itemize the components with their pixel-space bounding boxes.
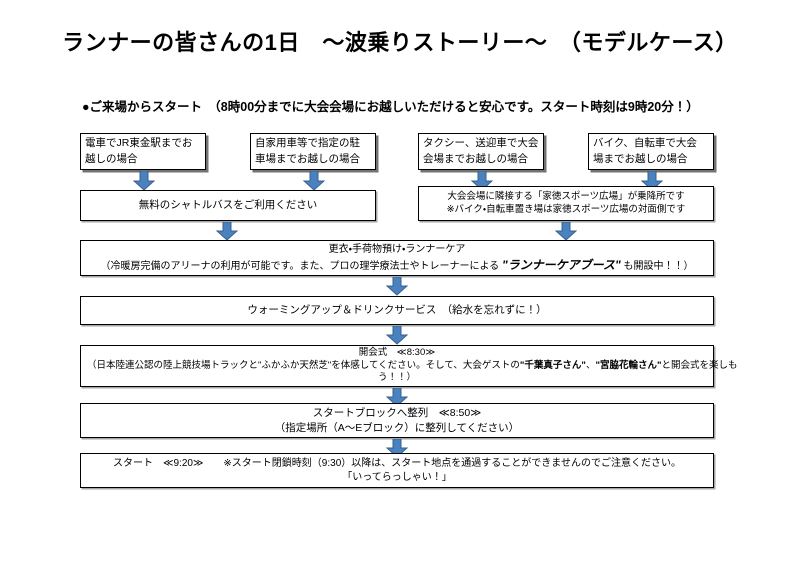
box-arrival-car: 自家用車等で指定の駐 車場までお越しの場合 [250,133,376,170]
box-dropoff-point-line2: ※バイク・自転車置き場は家徳スポーツ広場の対面側です [446,203,686,215]
box-opening-ceremony: 開会式 ≪8:30≫ （日本陸連公認の陸上競技場トラックと"ふかふか天然芝"を体… [80,345,737,387]
box-arrival-taxi: タクシー、送迎車で大会 会場までお越しの場合 [418,133,544,170]
arrow-down-warmup-to-opening [386,326,408,345]
arrow-down-train [133,171,155,191]
arrow-down-block-to-start [386,439,408,458]
guest-separator: 、 [585,359,596,371]
box-start-block: スタートブロックへ整列 ≪8:50≫ （指定場所（A〜Eブロック）に整列してくだ… [80,403,714,438]
box-arrival-car-line2: 車場までお越しの場合 [255,152,360,165]
arrow-down-opening-to-block [386,388,408,407]
box-arrival-bike-line2: 場までお越しの場合 [593,152,688,165]
box-opening-ceremony-line2-b: と開会式を楽しも [661,359,738,371]
box-runner-care: 更衣・手荷物預け・ランナーケア （冷暖房完備のアリーナの利用が可能です。また、プ… [80,240,714,276]
box-runner-care-line1: 更衣・手荷物預け・ランナーケア [328,244,466,255]
guest-name-1: "千葉真子さん" [519,359,586,371]
arrow-down-care-to-warmup [386,277,408,296]
box-runner-care-line2-a: （冷暖房完備のアリーナの利用が可能です。また、プロの理学療法士やトレーナーによる [100,260,502,272]
page-title: ランナーの皆さんの1日 〜波乗りストーリー〜 （モデルケース） [62,30,738,55]
box-opening-ceremony-line3: う！！） [377,372,416,384]
box-start-block-line1: スタートブロックへ整列 ≪8:50≫ [312,407,482,420]
box-opening-ceremony-line1: 開会式 ≪8:30≫ [358,346,436,358]
box-arrival-taxi-line2: 会場までお越しの場合 [423,152,528,165]
lead-text: ●ご来場からスタート （8時00分までに大会会場にお越しいただけると安心です。ス… [82,100,699,114]
box-dropoff-point: 大会会場に隣接する「家徳スポーツ広場」が乗降所です ※バイク・自転車置き場は家徳… [418,186,714,221]
box-arrival-car-line1: 自家用車等で指定の駐 [255,137,360,150]
box-start: スタート ≪9:20≫ ※スタート閉鎖時刻（9:30）以降は、スタート地点を通過… [80,453,714,488]
box-start-line2: 「いってらっしゃい！」 [342,471,452,483]
box-arrival-bike-line1: バイク、自転車で大会 [593,137,697,150]
arrow-down-dropoff [555,222,577,241]
box-runner-care-line2-b: も開設中！！） [620,260,694,272]
runner-care-booth-emphasis: "ランナーケアブース" [501,257,621,272]
box-arrival-train: 電車でJR東金駅までお 越しの場合 [80,133,206,170]
arrow-down-bike [641,171,663,191]
box-warmup: ウォーミングアップ＆ドリンクサービス （給水を忘れずに！） [80,296,714,325]
box-warmup-line1: ウォーミングアップ＆ドリンクサービス （給水を忘れずに！） [247,304,547,317]
guest-name-2: "宮脇花輪さん" [595,359,662,371]
box-dropoff-point-line1: 大会会場に隣接する「家徳スポーツ広場」が乗降所です [447,190,685,202]
box-start-block-line2: （指定場所（A〜Eブロック）に整列してください） [274,421,520,434]
box-arrival-bike: バイク、自転車で大会 場までお越しの場合 [588,133,714,170]
arrow-down-taxi [471,171,493,191]
arrow-down-shuttle [216,222,238,241]
box-opening-ceremony-line2-a: （日本陸連公認の陸上競技場トラックと"ふかふか天然芝"を体感してください。そして… [87,359,520,371]
box-arrival-train-line1: 電車でJR東金駅までお [85,137,193,150]
box-start-line1: スタート ≪9:20≫ ※スタート閉鎖時刻（9:30）以降は、スタート地点を通過… [113,458,681,469]
box-shuttle-bus: 無料のシャトルバスをご利用ください [80,190,376,221]
arrow-down-car [303,171,325,191]
box-arrival-train-line2: 越しの場合 [85,152,138,165]
box-shuttle-bus-line1: 無料のシャトルバスをご利用ください [138,199,318,212]
box-arrival-taxi-line1: タクシー、送迎車で大会 [423,137,539,150]
